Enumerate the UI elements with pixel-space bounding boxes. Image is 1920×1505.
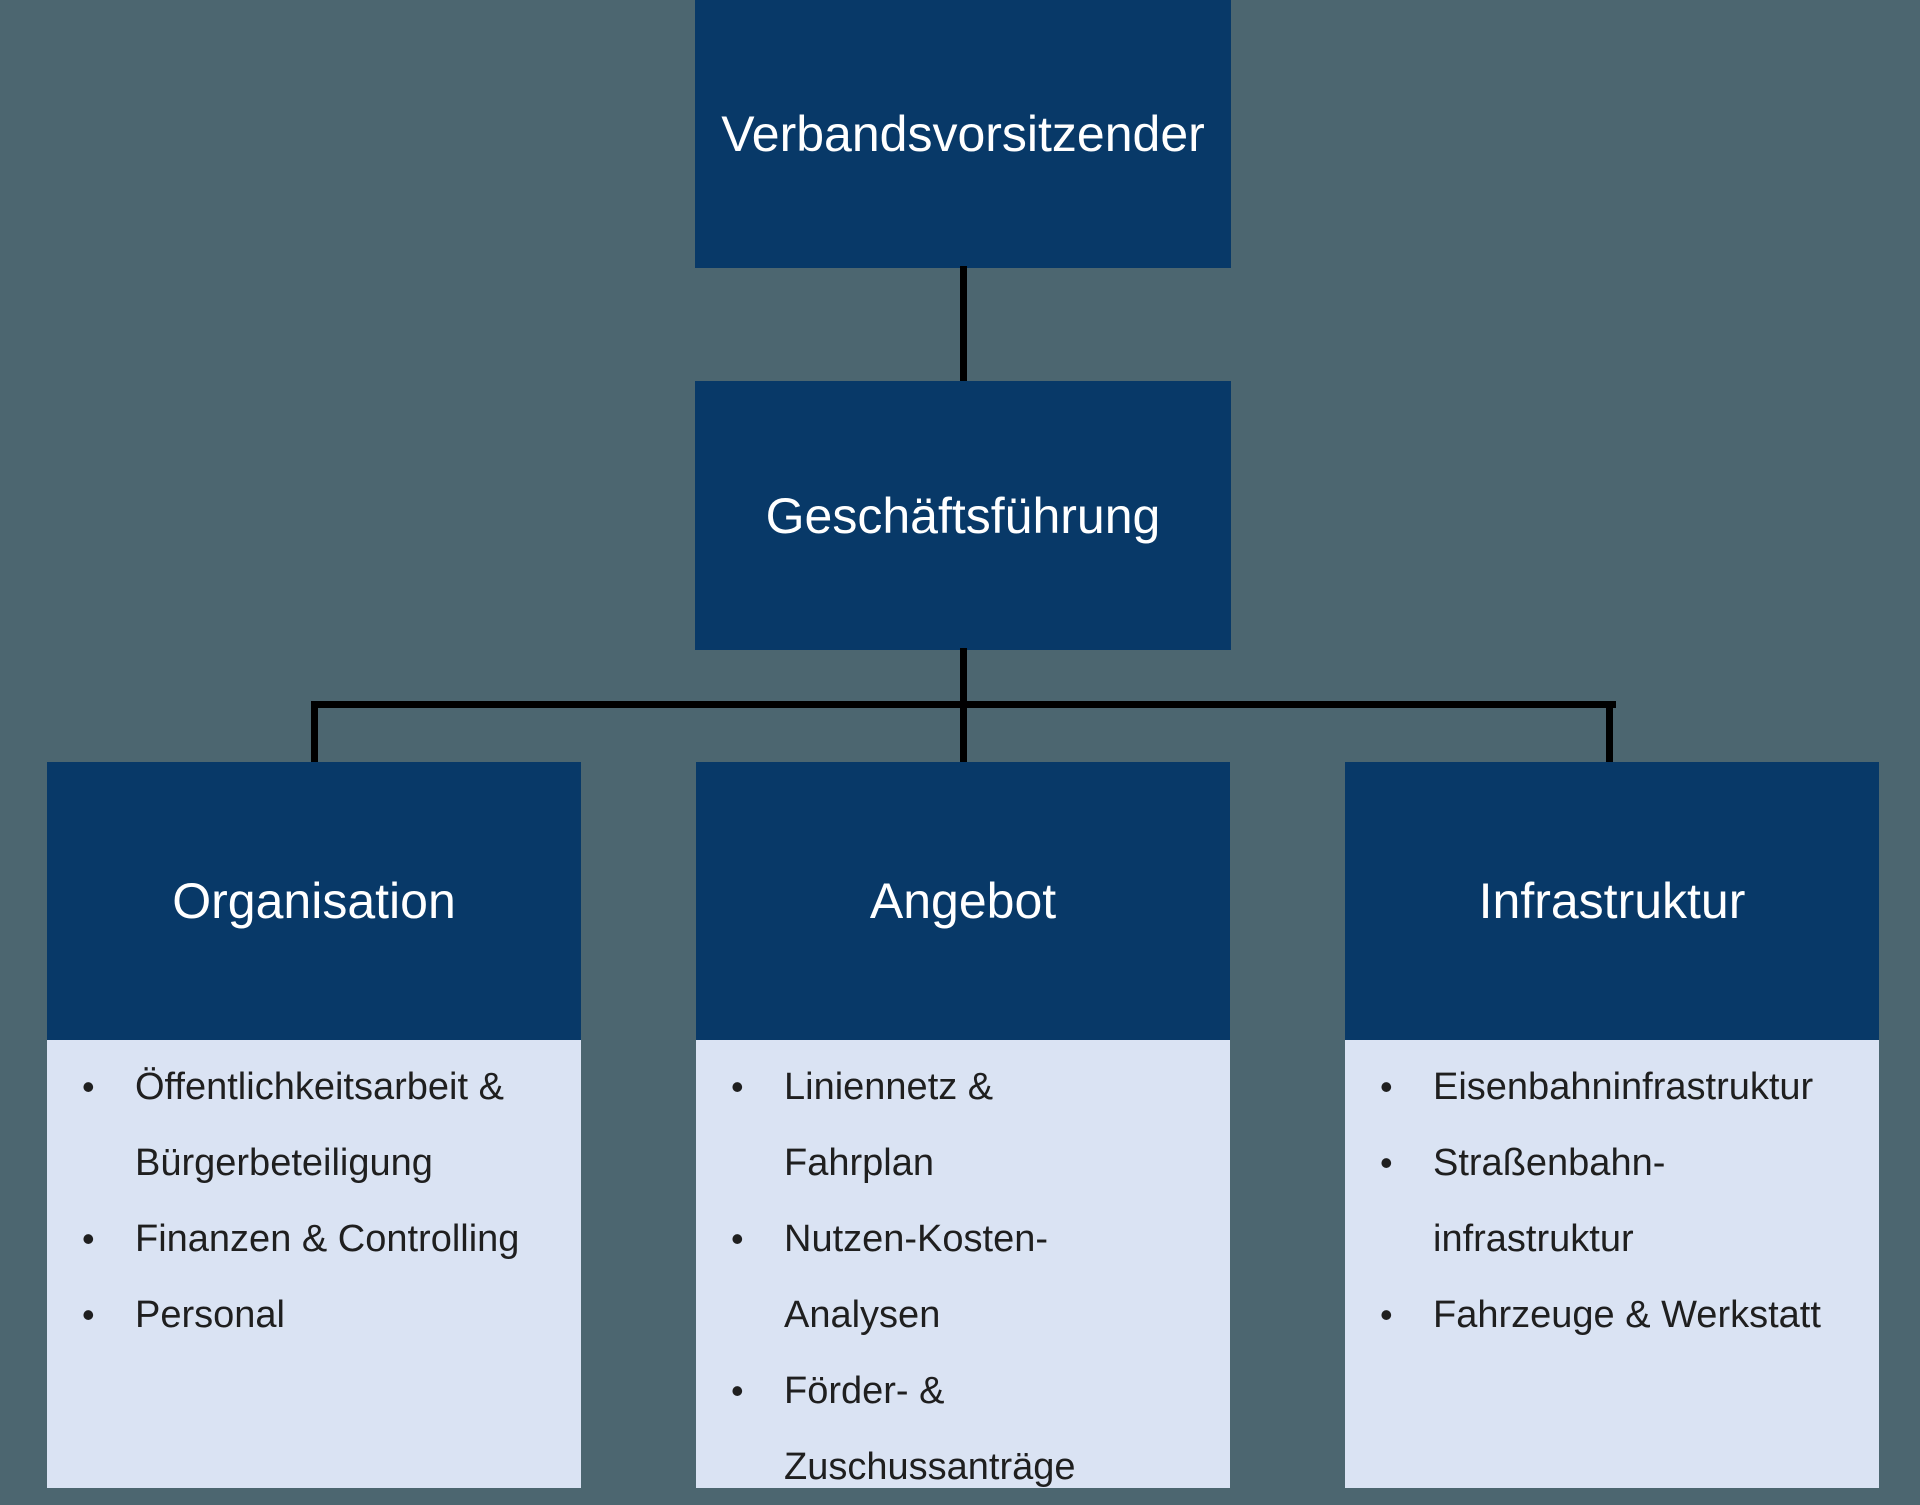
list-item: • Eisenbahninfrastruktur [1345, 1049, 1861, 1125]
item-text: Straßenbahn- infrastruktur [1433, 1142, 1666, 1260]
connector-drop-angebot [960, 701, 967, 765]
bullet-list: • Öffentlichkeitsarbeit & Bürgerbeteilig… [47, 1049, 563, 1353]
list-item: • Fahrzeuge & Werkstatt [1345, 1277, 1861, 1353]
bullet-icon: • [731, 1370, 744, 1411]
item-text: Liniennetz & Fahrplan [784, 1066, 994, 1184]
dept-box-organisation: Organisation • Öffentlichkeitsarbeit & B… [47, 762, 581, 1488]
dept-body-infrastruktur: • Eisenbahninfrastruktur • Straßenbahn- … [1345, 1040, 1879, 1353]
list-item: • Finanzen & Controlling [47, 1201, 563, 1277]
dept-body-angebot: • Liniennetz & Fahrplan • Nutzen-Kosten-… [696, 1040, 1230, 1505]
dept-box-infrastruktur: Infrastruktur • Eisenbahninfrastruktur •… [1345, 762, 1879, 1488]
bullet-icon: • [82, 1218, 95, 1259]
item-text: Förder- & Zuschussanträge [784, 1370, 1076, 1488]
dept-box-angebot: Angebot • Liniennetz & Fahrplan • Nutzen… [696, 762, 1230, 1488]
list-item: • Öffentlichkeitsarbeit & Bürgerbeteilig… [47, 1049, 563, 1201]
list-item: • Liniennetz & Fahrplan [696, 1049, 1212, 1201]
bullet-icon: • [1380, 1066, 1393, 1107]
bullet-icon: • [82, 1294, 95, 1335]
dept-header-infrastruktur: Infrastruktur [1345, 762, 1879, 1040]
item-text: Fahrzeuge & Werkstatt [1433, 1294, 1821, 1336]
root-box: Verbandsvorsitzender [695, 0, 1231, 268]
manager-box-label: Geschäftsführung [765, 487, 1161, 544]
list-item: • Straßenbahn- infrastruktur [1345, 1125, 1861, 1277]
item-text: Personal [135, 1294, 285, 1336]
dept-title: Infrastruktur [1478, 873, 1746, 929]
item-text: Finanzen & Controlling [135, 1218, 520, 1260]
list-item: • Personal [47, 1277, 563, 1353]
dept-header-angebot: Angebot [696, 762, 1230, 1040]
item-text: Nutzen-Kosten- Analysen [784, 1218, 1049, 1336]
bullet-icon: • [82, 1066, 95, 1107]
dept-body-organisation: • Öffentlichkeitsarbeit & Bürgerbeteilig… [47, 1040, 581, 1353]
connector-drop-infrastruktur [1606, 701, 1613, 769]
connector-root-manager [960, 266, 967, 383]
bullet-icon: • [1380, 1142, 1393, 1183]
dept-title: Angebot [869, 873, 1057, 929]
bullet-icon: • [731, 1066, 744, 1107]
manager-box: Geschäftsführung [695, 381, 1231, 650]
bullet-icon: • [1380, 1294, 1393, 1335]
connector-manager-trunk [960, 648, 967, 706]
bullet-icon: • [731, 1218, 744, 1259]
list-item: • Förder- & Zuschussanträge [696, 1353, 1212, 1505]
dept-title: Organisation [172, 873, 456, 929]
dept-header-organisation: Organisation [47, 762, 581, 1040]
connector-drop-organisation [311, 701, 318, 769]
list-item: • Nutzen-Kosten- Analysen [696, 1201, 1212, 1353]
item-text: Öffentlichkeitsarbeit & Bürgerbeteiligun… [135, 1066, 504, 1184]
bullet-list: • Eisenbahninfrastruktur • Straßenbahn- … [1345, 1049, 1861, 1353]
item-text: Eisenbahninfrastruktur [1433, 1066, 1814, 1108]
root-box-label: Verbandsvorsitzender [721, 106, 1205, 162]
bullet-list: • Liniennetz & Fahrplan • Nutzen-Kosten-… [696, 1049, 1212, 1505]
